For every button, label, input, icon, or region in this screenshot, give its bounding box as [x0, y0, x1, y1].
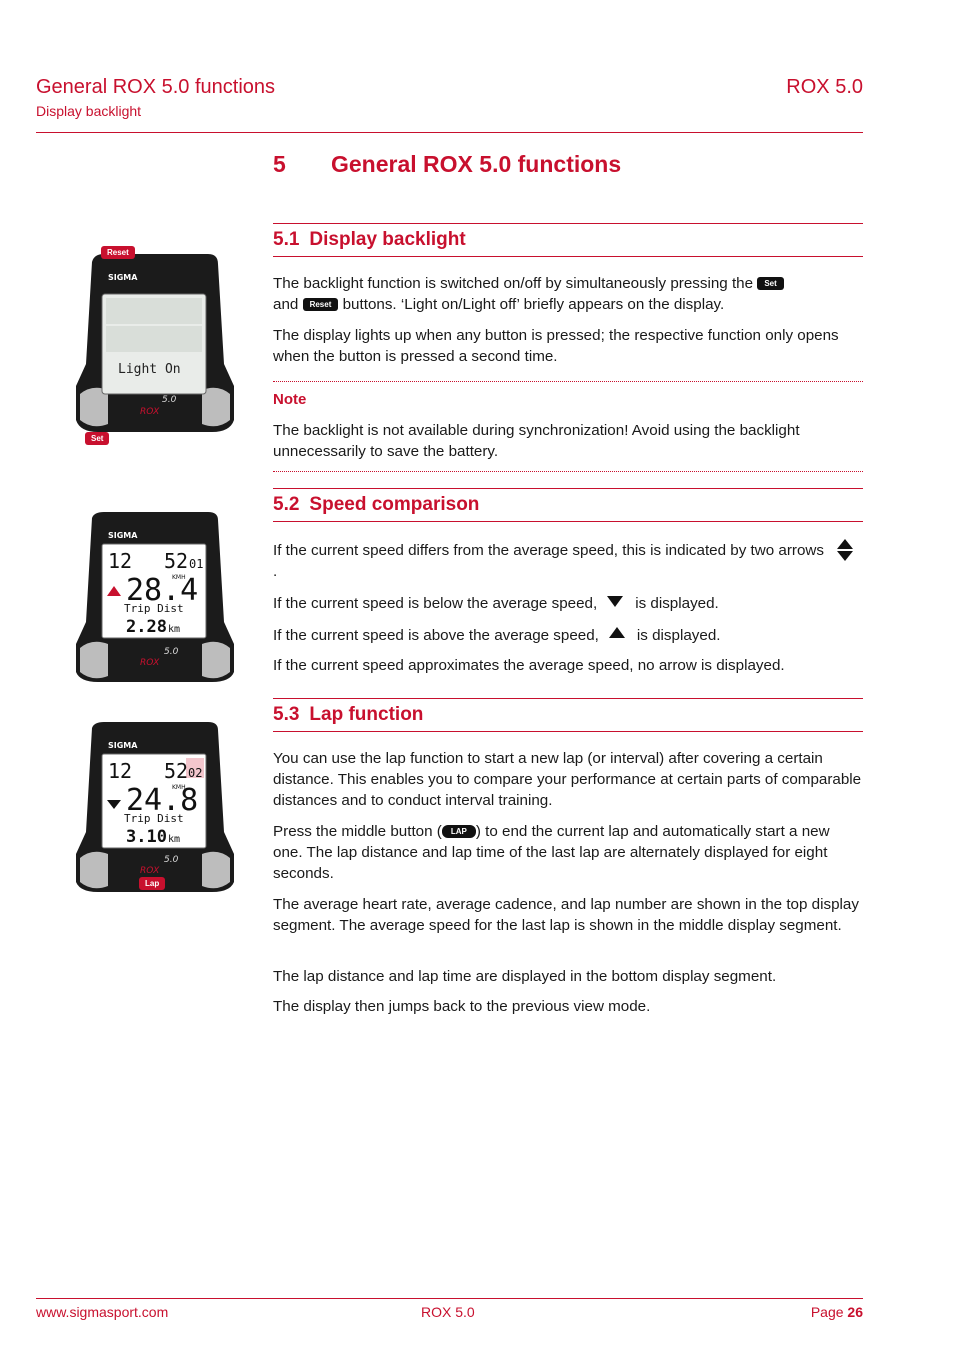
paragraph: You can use the lap function to start a …	[273, 750, 862, 809]
lap-key-icon: LAP	[441, 825, 476, 838]
speed-value: 24.8	[126, 783, 198, 818]
footer-rule	[36, 1298, 863, 1299]
arrow-down-icon	[607, 596, 624, 607]
field-value: 3.10	[126, 827, 167, 847]
paragraph: The average heart rate, average cadence,…	[273, 896, 859, 934]
field-label: Trip Dist	[124, 812, 184, 825]
up-down-arrows-icon	[837, 539, 854, 561]
note-label: Note	[273, 391, 307, 408]
chapter-title-text: General ROX 5.0 functions	[331, 151, 622, 177]
lap-badge: Lap	[139, 877, 166, 890]
field-label: Trip Dist	[124, 602, 184, 615]
header-title: General ROX 5.0 functions	[36, 76, 276, 98]
paragraph: If the current speed approximates the av…	[273, 657, 785, 674]
section-title: Display backlight	[309, 229, 466, 250]
footer-product: ROX 5.0	[421, 1304, 475, 1320]
text: The backlight function is switched on/of…	[273, 275, 754, 292]
page-number: 26	[847, 1304, 863, 1320]
speed-unit: KMH	[172, 784, 186, 791]
section-number: 5.2	[273, 494, 300, 515]
rox-device-icon: SIGMA 12 52 01 28.4 KMH Trip Dist 2.28 k…	[76, 512, 234, 682]
text: is displayed.	[636, 627, 721, 644]
text: .	[273, 563, 278, 580]
chapter-title: 5 General ROX 5.0 functions	[273, 151, 621, 178]
text: buttons. ‘Light on/Light off’ briefly ap…	[342, 296, 725, 313]
text: If the current speed is below the averag…	[273, 595, 598, 612]
brand-text: SIGMA	[108, 741, 138, 750]
paragraph: The display lights up when any button is…	[273, 327, 839, 365]
note-divider-bottom	[273, 471, 863, 472]
reset-badge: Reset	[101, 246, 135, 259]
field-value: 2.28	[126, 617, 167, 637]
version-text: 5.0	[162, 395, 177, 405]
speed-unit: KMH	[172, 574, 186, 581]
hr-value: 12	[108, 759, 132, 783]
text: is displayed.	[635, 595, 719, 612]
text: If the current speed differs from the av…	[273, 542, 824, 559]
model-text: ROX	[140, 407, 160, 417]
device-image-lap: SIGMA 12 52 02 24.8 KMH Trip Dist 3.10 k…	[72, 718, 238, 894]
footer-page: Page 26	[811, 1304, 863, 1320]
paragraph: The display then jumps back to the previ…	[273, 998, 651, 1015]
model-text: ROX	[140, 658, 160, 668]
model-text: ROX	[140, 866, 160, 876]
header-rule	[36, 132, 863, 133]
speed-value: 28.4	[126, 573, 198, 608]
field-unit: km	[168, 834, 180, 845]
text: Press the middle button (	[273, 823, 442, 840]
device-image-speed: SIGMA 12 52 01 28.4 KMH Trip Dist 2.28 k…	[72, 508, 238, 684]
device-image-backlight: SIGMA Light On 5.0 ROX Reset Set	[72, 244, 238, 450]
text: ) to end the current lap and automatical…	[273, 823, 830, 882]
cadence-value: 52	[164, 759, 188, 783]
arrow-down-icon	[107, 800, 121, 809]
arrow-up-icon	[107, 586, 121, 596]
note-text: The backlight is not available during sy…	[273, 422, 800, 460]
paragraph: The lap distance and lap time are displa…	[273, 968, 777, 985]
section-heading-display-backlight: 5.1 Display backlight	[273, 223, 863, 257]
header-subtitle: Display backlight	[36, 103, 142, 119]
section-number: 5.1	[273, 229, 300, 250]
brand-text: SIGMA	[108, 531, 138, 540]
paragraph: If the current speed differs from the av…	[273, 539, 863, 582]
paragraph: The backlight function is switched on/of…	[273, 273, 863, 315]
note-divider-top	[273, 381, 863, 382]
section-heading-speed-comparison: 5.2 Speed comparison	[273, 488, 863, 522]
text: and	[273, 296, 299, 313]
header-product: ROX 5.0	[786, 76, 863, 98]
rox-device-icon: SIGMA Light On 5.0 ROX	[76, 254, 234, 432]
section-heading-lap-function: 5.3 Lap function	[273, 698, 863, 732]
cadence-value: 52	[164, 549, 188, 573]
lap-value: 01	[189, 557, 203, 571]
page-label: Page	[810, 1304, 844, 1320]
set-key-icon: Set	[757, 277, 784, 290]
reset-key-icon: Reset	[302, 298, 339, 311]
version-text: 5.0	[164, 855, 179, 865]
section-title: Speed comparison	[309, 494, 480, 515]
chapter-number: 5	[273, 151, 286, 177]
version-text: 5.0	[164, 647, 179, 657]
set-badge: Set	[85, 432, 110, 445]
section-title: Lap function	[309, 704, 424, 725]
lap-value: 02	[188, 766, 202, 780]
paragraph: If the current speed is above the averag…	[273, 625, 863, 646]
text: If the current speed is above the averag…	[273, 627, 599, 644]
rox-device-icon: SIGMA 12 52 02 24.8 KMH Trip Dist 3.10 k…	[76, 722, 234, 892]
paragraph: Press the middle button (LAP) to end the…	[273, 821, 863, 884]
brand-text: SIGMA	[108, 273, 138, 282]
hr-value: 12	[108, 549, 132, 573]
paragraph: If the current speed is below the averag…	[273, 593, 863, 614]
section-number: 5.3	[273, 704, 300, 725]
footer-url[interactable]: www.sigmasport.com	[36, 1304, 169, 1320]
field-unit: km	[168, 624, 180, 635]
arrow-up-icon	[608, 627, 625, 638]
screen-text: Light On	[118, 362, 181, 377]
